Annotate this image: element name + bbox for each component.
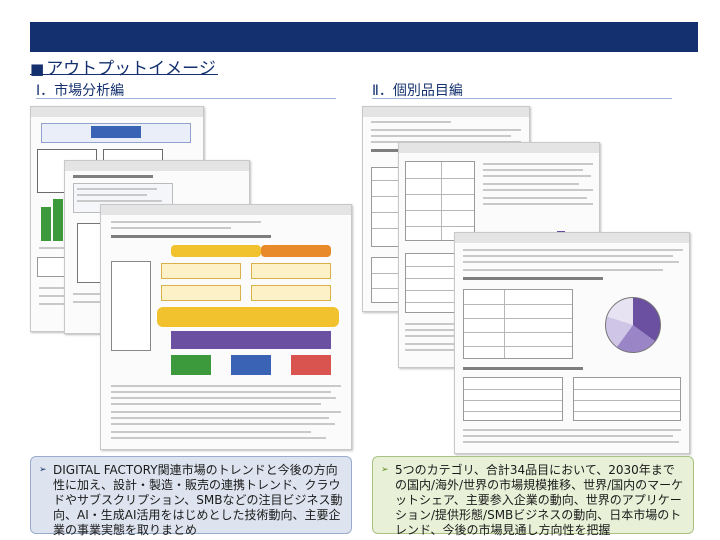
market-analysis-summary-text: DIGITAL FACTORY関連市場のトレンドと今後の方向性に加え、設計・製造…	[53, 463, 343, 537]
arrow-bullet-icon: ➢	[381, 465, 389, 475]
section-title-underline	[30, 74, 218, 75]
arrow-bullet-icon: ➢	[39, 465, 47, 475]
item-report-page-3-thumbnail	[454, 232, 690, 454]
section-title-text: アウトプットイメージ	[46, 59, 216, 79]
item-report-summary-text: 5つのカテゴリ、合計34品目において、2030年までの国内/海外/世界の市場規模…	[395, 463, 684, 537]
market-analysis-page-3-thumbnail	[100, 204, 352, 450]
part2-underline	[372, 98, 672, 99]
section-title: ■アウトプットイメージ	[30, 54, 216, 79]
header-bar	[30, 22, 698, 52]
part1-title: Ⅰ．市場分析編	[36, 83, 125, 99]
section-marker: ■	[30, 60, 45, 78]
part1-underline	[36, 98, 336, 99]
market-analysis-summary-box: ➢ DIGITAL FACTORY関連市場のトレンドと今後の方向性に加え、設計・…	[30, 456, 352, 537]
item-report-summary-box: ➢ 5つのカテゴリ、合計34品目において、2030年までの国内/海外/世界の市場…	[372, 456, 694, 537]
part2-title: Ⅱ．個別品目編	[372, 83, 463, 99]
